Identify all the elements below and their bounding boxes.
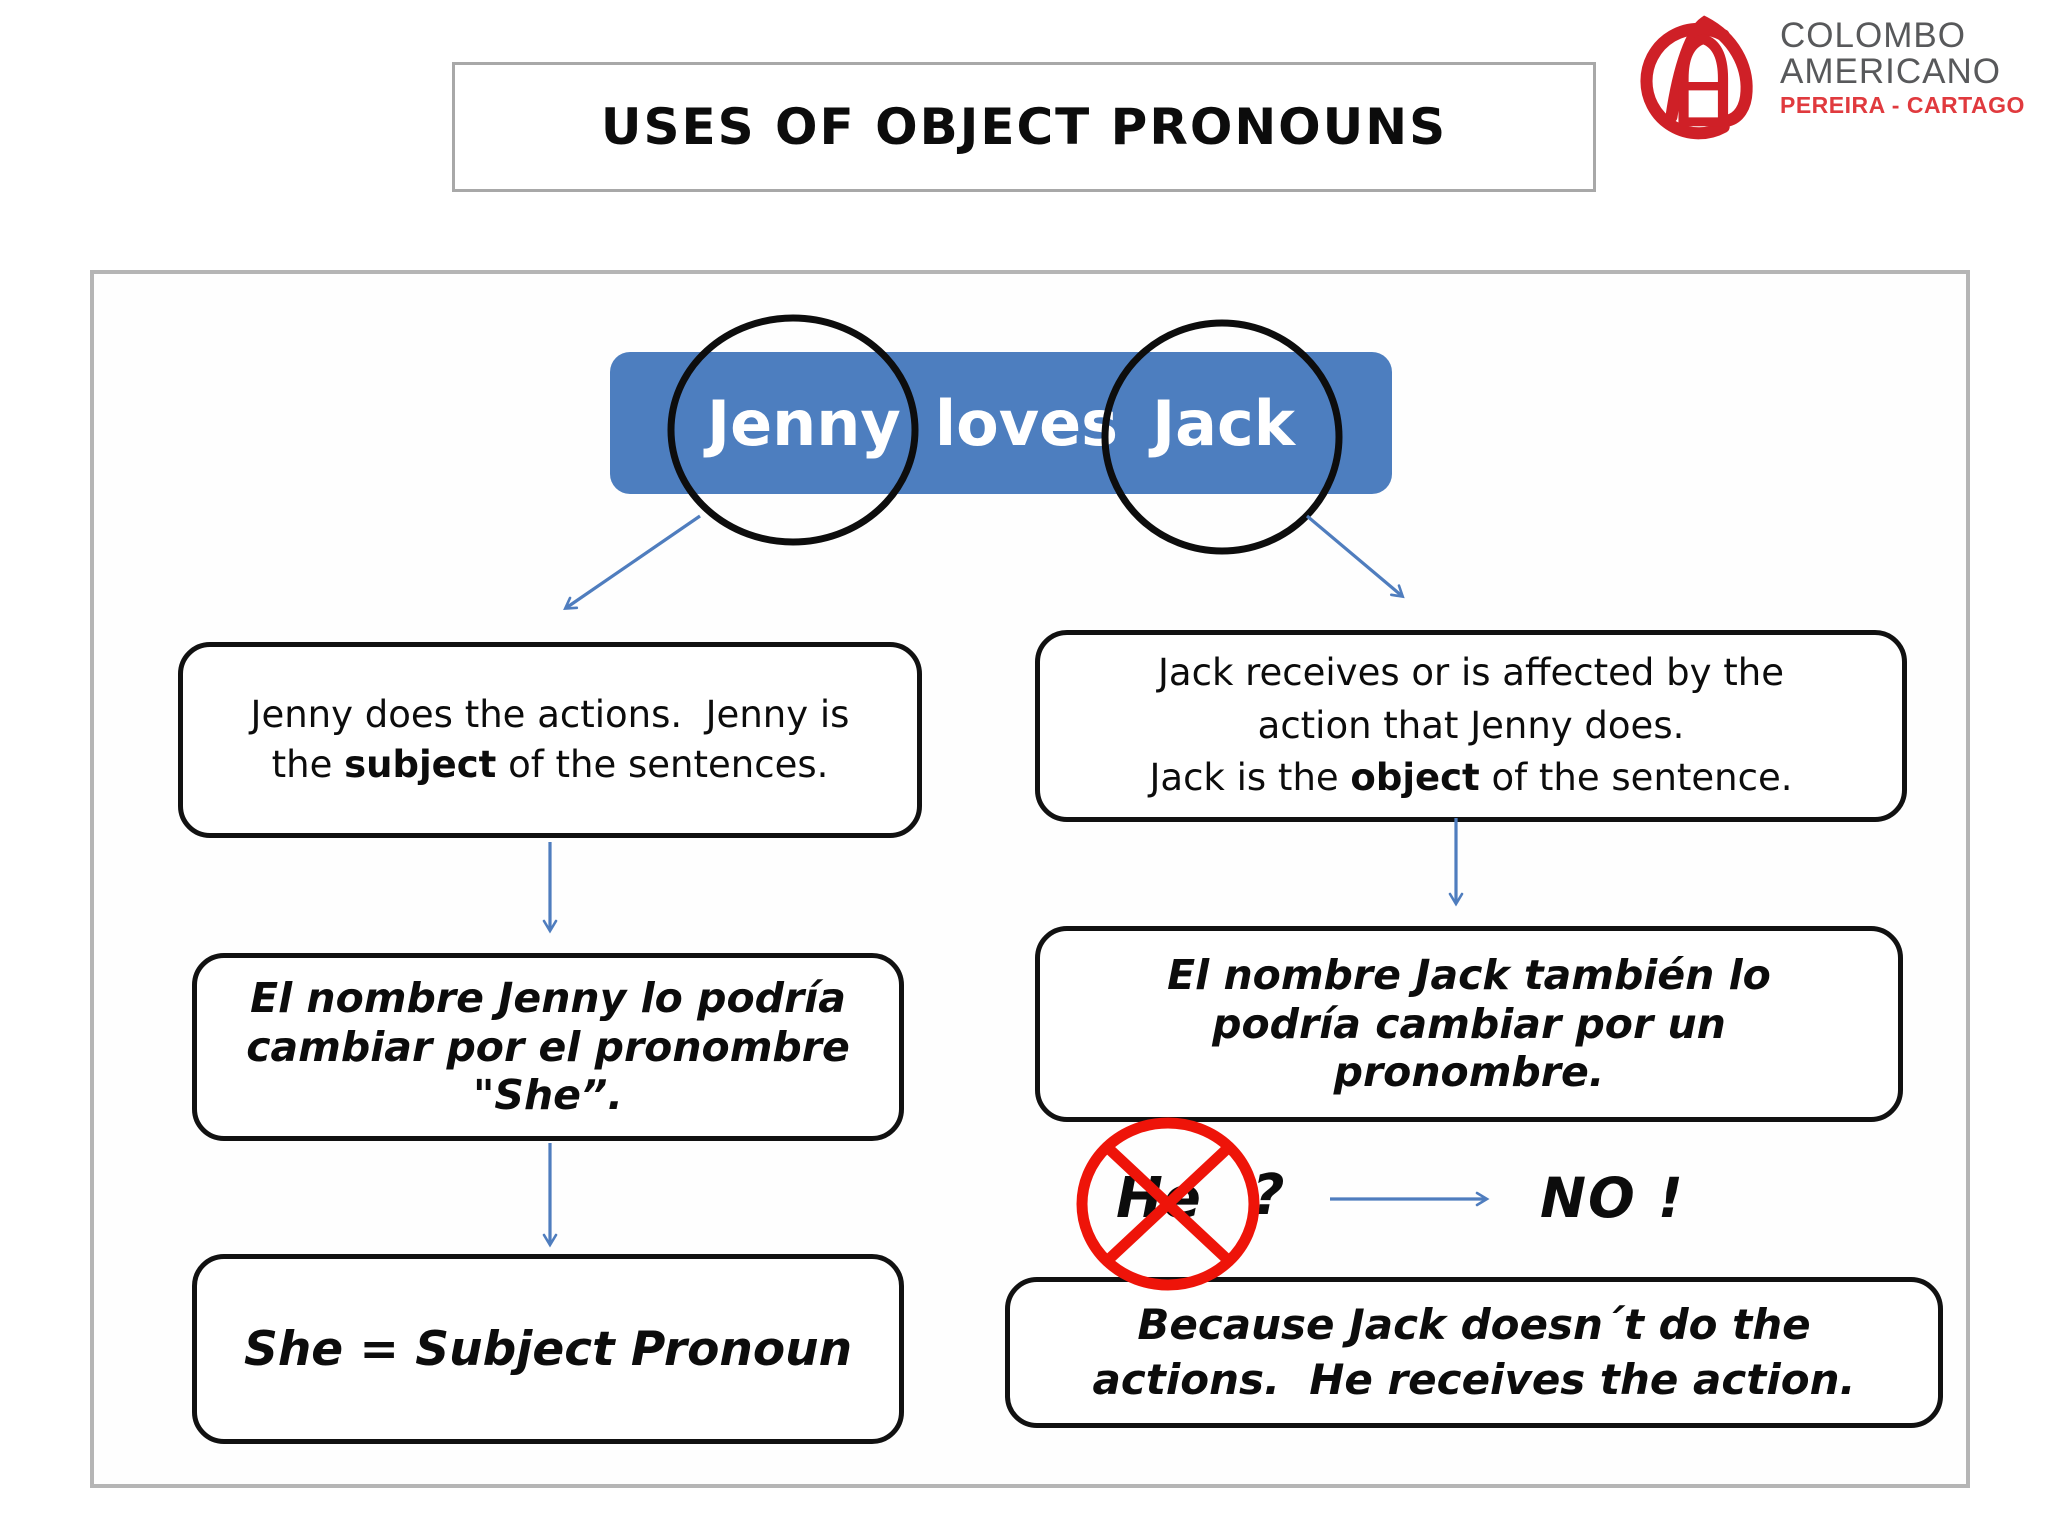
rejected-pronoun-he: He (1116, 1166, 1201, 1231)
object-explanation-box: Jack receives or is affected by the acti… (1035, 630, 1907, 822)
page-title: USES OF OBJECT PRONOUNS (600, 98, 1448, 156)
jack-pronoun-box: El nombre Jack también lo podría cambiar… (1035, 926, 1903, 1122)
banner-word-jack: Jack (1152, 386, 1295, 460)
colombo-americano-monogram-icon (1640, 15, 1753, 140)
she-bold: She (494, 1071, 581, 1120)
no-label: NO ! (1540, 1166, 1686, 1230)
object-bold: object (1350, 756, 1480, 800)
title-box: USES OF OBJECT PRONOUNS (452, 62, 1596, 192)
because-text: Because Jack doesn´t do the actions. He … (1092, 1299, 1856, 1404)
subject-explanation-text: Jenny does the actions. Jenny is the sub… (250, 693, 862, 786)
subject-bold: subject (344, 743, 497, 786)
jenny-pronoun-text: El nombre Jenny lo podría cambiar por el… (246, 974, 865, 1120)
question-mark: ? (1252, 1163, 1285, 1228)
subject-pronoun-result-box: She = Subject Pronoun (192, 1254, 904, 1444)
subject-pronoun-result-text: She = Subject Pronoun (243, 1321, 853, 1377)
logo: COLOMBO AMERICANO PEREIRA - CARTAGO (1638, 6, 2025, 146)
sentence-banner: Jenny loves Jack (610, 352, 1392, 494)
logo-name-line2: AMERICANO (1780, 51, 2001, 91)
because-box: Because Jack doesn´t do the actions. He … (1005, 1277, 1943, 1428)
banner-word-loves: loves (934, 386, 1119, 460)
logo-name-line1: COLOMBO (1780, 16, 1966, 55)
banner-word-jenny: Jenny (707, 386, 901, 460)
subject-explanation-box: Jenny does the actions. Jenny is the sub… (178, 642, 922, 838)
logo-subtitle: PEREIRA - CARTAGO (1780, 92, 2025, 119)
jack-pronoun-text: El nombre Jack también lo podría cambiar… (1167, 951, 1786, 1097)
object-explanation-text: Jack receives or is affected by the acti… (1149, 651, 1796, 800)
jenny-pronoun-box: El nombre Jenny lo podría cambiar por el… (192, 953, 904, 1141)
logo-text: COLOMBO AMERICANO PEREIRA - CARTAGO (1780, 18, 2025, 118)
